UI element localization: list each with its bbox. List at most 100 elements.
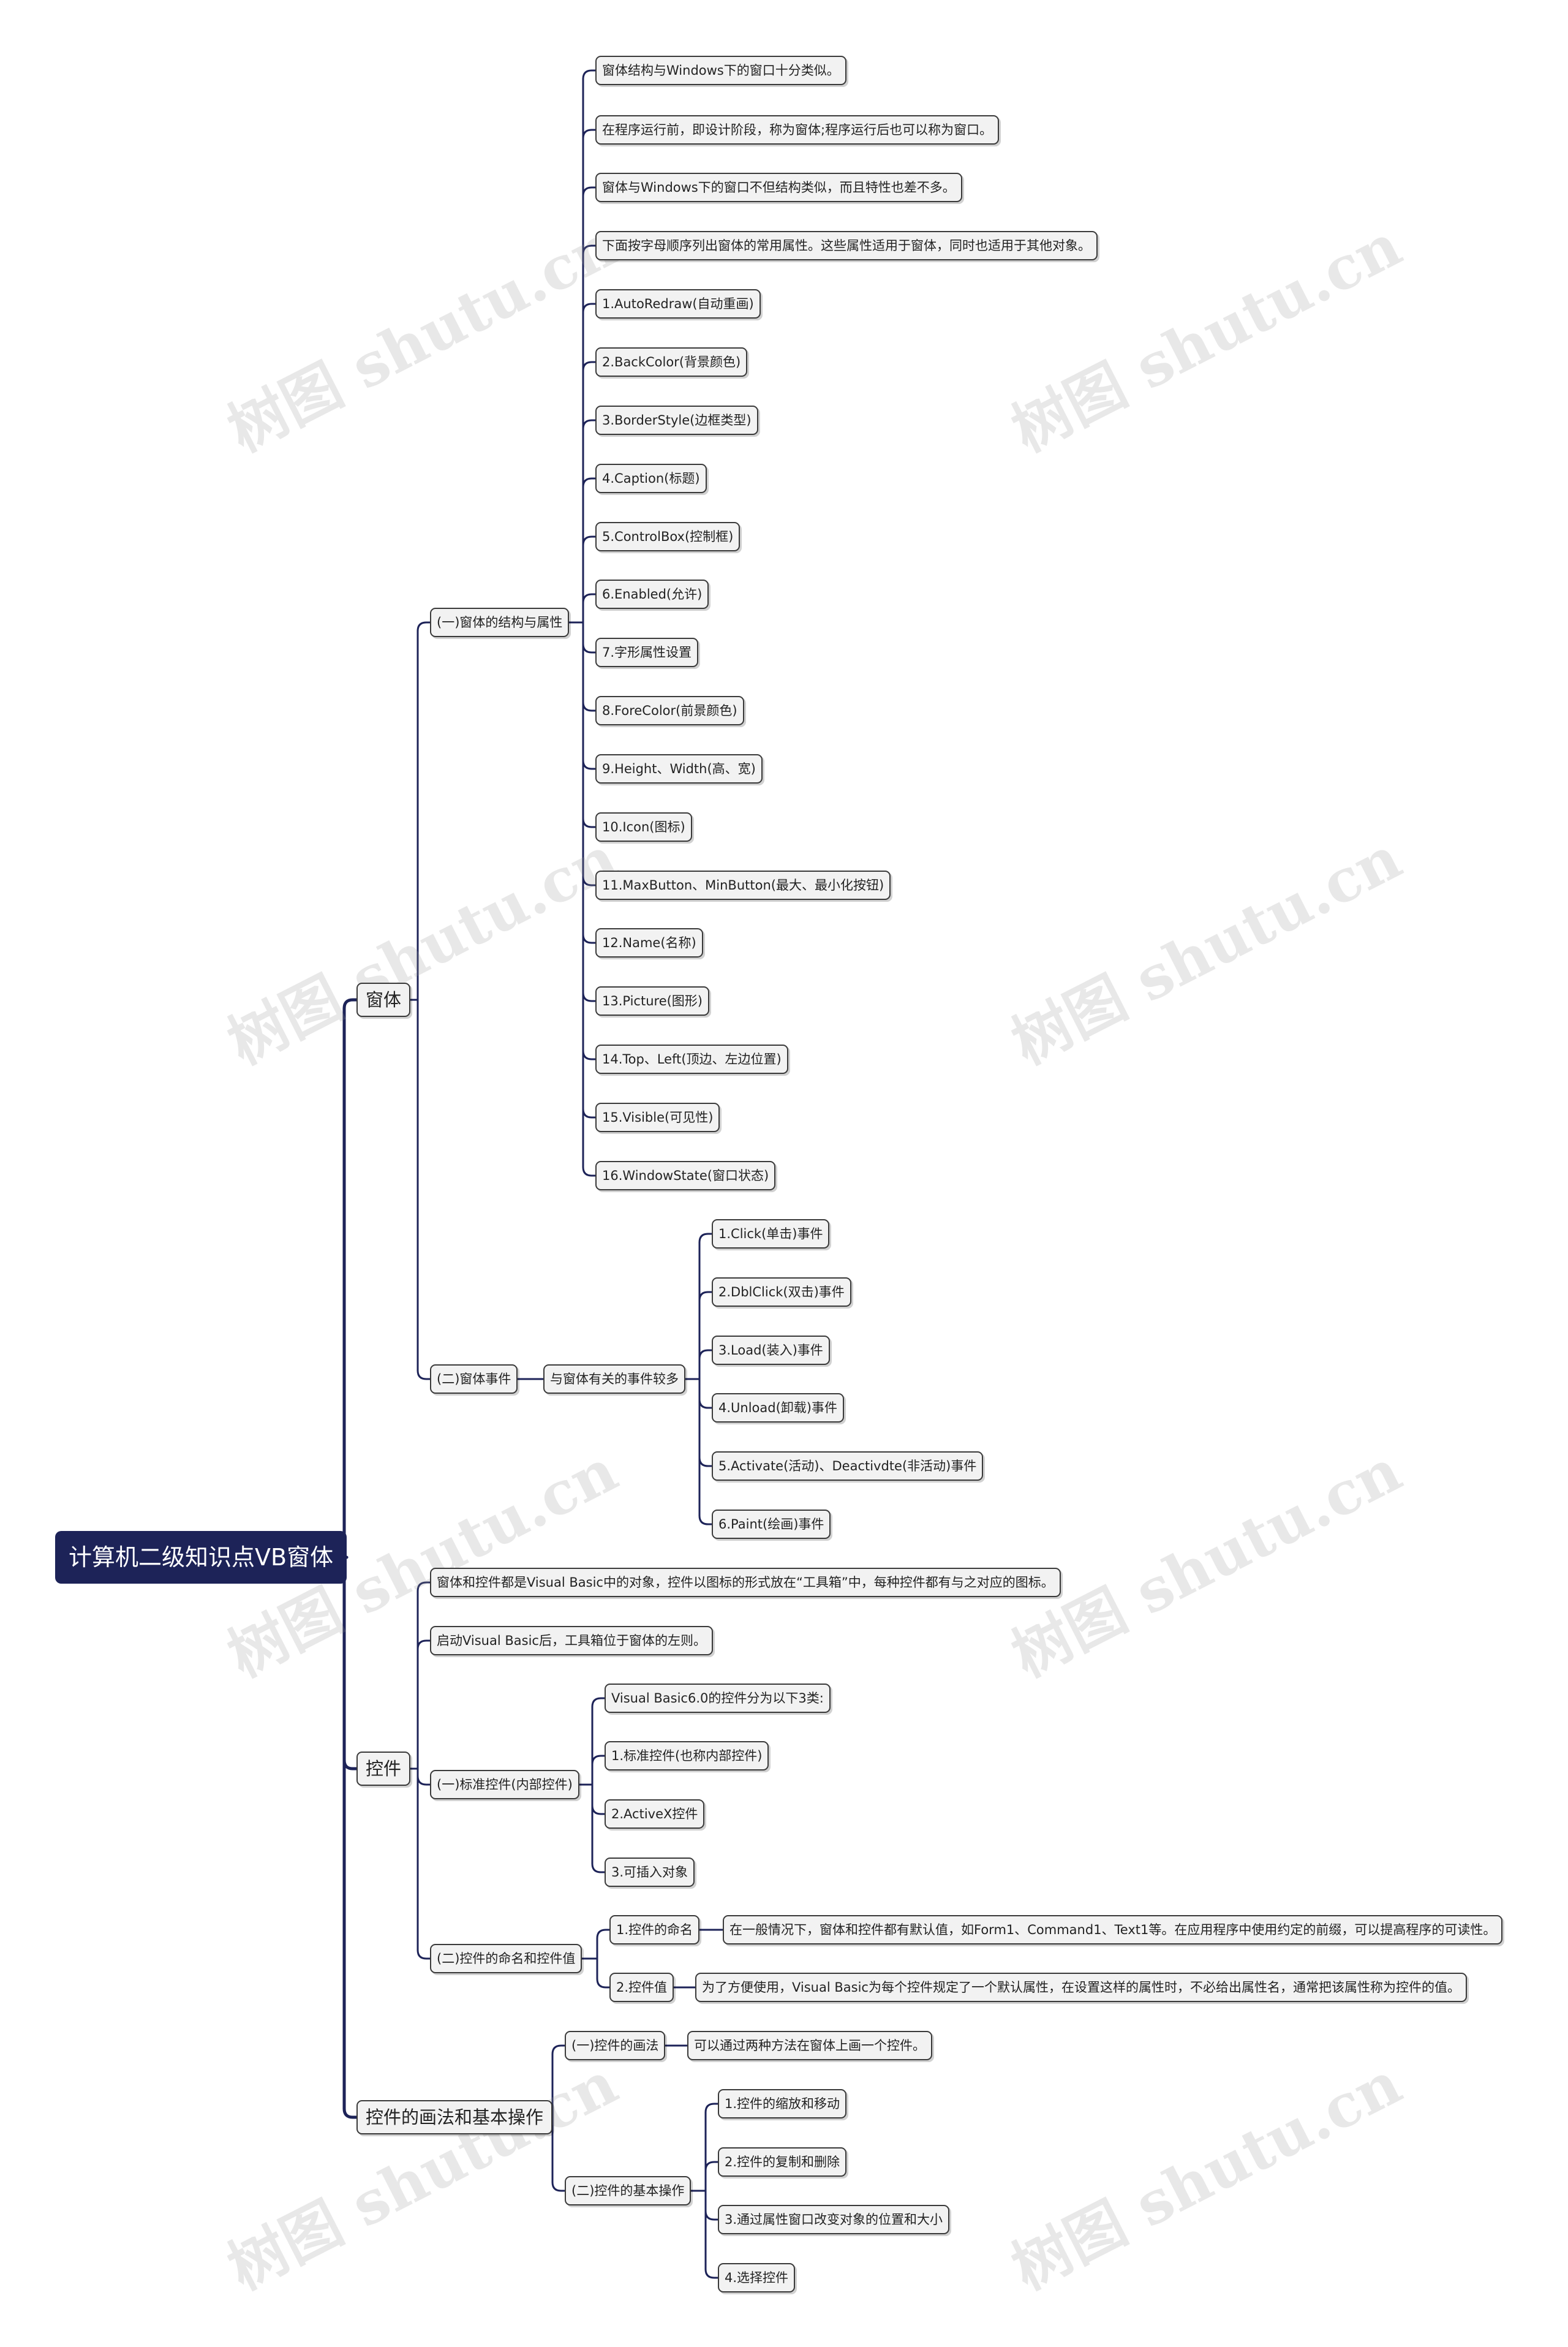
structure-item[interactable]: 7.字形属性设置	[595, 638, 699, 667]
connector-line	[582, 643, 597, 654]
branch-control[interactable]: 控件	[356, 1752, 411, 1786]
structure-item[interactable]: 2.BackColor(背景颜色)	[595, 347, 748, 377]
connector-line	[582, 244, 597, 255]
connector-line	[582, 1108, 597, 1119]
connector-line	[582, 361, 597, 372]
connector-line	[582, 129, 597, 140]
connector-line	[582, 933, 597, 944]
connector-line	[591, 1862, 606, 1873]
root-topic[interactable]: 计算机二级知识点VB窗体	[55, 1531, 347, 1584]
standard-item[interactable]: Visual Basic6.0的控件分为以下3类:	[605, 1684, 831, 1713]
structure-item[interactable]: 10.Icon(图标)	[595, 812, 692, 842]
connector-line	[342, 998, 358, 1010]
connector-line	[582, 1049, 597, 1060]
connector-line	[582, 875, 597, 886]
event-item[interactable]: 3.Load(装入)事件	[712, 1336, 830, 1365]
connector-line	[698, 1398, 713, 1409]
connector-line	[342, 2107, 358, 2119]
structure-item[interactable]: 下面按字母顺序列出窗体的常用属性。这些属性适用于窗体，同时也适用于其他对象。	[595, 231, 1098, 260]
structure-item[interactable]: 15.Visible(可见性)	[595, 1103, 720, 1132]
structure-item[interactable]: 8.ForeColor(前景颜色)	[595, 696, 744, 725]
operation-item[interactable]: 1.控件的缩放和移动	[718, 2089, 847, 2118]
topic-basic-operations[interactable]: (二)控件的基本操作	[565, 2176, 692, 2205]
connector-line	[591, 1804, 606, 1815]
operation-item[interactable]: 4.选择控件	[718, 2263, 796, 2292]
structure-item[interactable]: 14.Top、Left(顶边、左边位置)	[595, 1045, 788, 1074]
connector-line	[582, 991, 597, 1002]
connector-line	[417, 1775, 431, 1786]
topic-form-structure[interactable]: (一)窗体的结构与属性	[430, 608, 570, 637]
standard-item[interactable]: 2.ActiveX控件	[605, 1799, 705, 1829]
structure-item[interactable]: 1.AutoRedraw(自动重画)	[595, 289, 761, 319]
topic-form-events[interactable]: (二)窗体事件	[430, 1364, 518, 1394]
connector-line	[582, 186, 597, 197]
operation-item[interactable]: 2.控件的复制和删除	[718, 2147, 847, 2177]
topic-control-naming[interactable]: 1.控件的命名	[609, 1915, 700, 1944]
control-value-desc[interactable]: 为了方便使用，Visual Basic为每个控件规定了一个默认属性，在设置这样的…	[695, 1973, 1467, 2002]
structure-item[interactable]: 13.Picture(图形)	[595, 986, 710, 1016]
connector-line	[698, 1349, 713, 1360]
connector-line	[596, 1978, 611, 1989]
connector-line	[582, 759, 597, 770]
control-naming-desc[interactable]: 在一般情况下，窗体和控件都有默认值，如Form1、Command1、Text1等…	[723, 1915, 1503, 1944]
connector-line	[704, 2210, 719, 2221]
connector-line	[342, 1758, 358, 1771]
connector-line	[551, 2044, 566, 2055]
event-item[interactable]: 2.DblClick(双击)事件	[712, 1277, 851, 1307]
structure-item[interactable]: 5.ControlBox(控制框)	[595, 522, 741, 551]
structure-item[interactable]: 12.Name(名称)	[595, 928, 703, 958]
connector-line	[582, 477, 597, 488]
connector-line	[551, 2181, 566, 2192]
connector-line	[704, 2103, 719, 2114]
connector-line	[417, 1369, 431, 1380]
structure-item[interactable]: 16.WindowState(窗口状态)	[595, 1161, 776, 1190]
connector-line	[698, 1233, 713, 1244]
connector-line	[591, 1697, 606, 1708]
structure-item[interactable]: 4.Caption(标题)	[595, 464, 707, 493]
connector-line	[596, 1929, 611, 1940]
connector-line	[582, 1166, 597, 1177]
topic-events-summary[interactable]: 与窗体有关的事件较多	[543, 1364, 685, 1394]
connector-line	[698, 1514, 713, 1525]
connector-line	[417, 1639, 431, 1650]
control-intro[interactable]: 窗体和控件都是Visual Basic中的对象，控件以图标的形式放在“工具箱”中…	[430, 1568, 1061, 1597]
connector-line	[582, 593, 597, 604]
operation-item[interactable]: 3.通过属性窗口改变对象的位置和大小	[718, 2205, 950, 2234]
connector-line	[417, 1949, 431, 1960]
connector-line	[704, 2268, 719, 2279]
connector-line	[698, 1291, 713, 1302]
topic-standard-controls[interactable]: (一)标准控件(内部控件)	[430, 1770, 579, 1799]
event-item[interactable]: 6.Paint(绘画)事件	[712, 1510, 831, 1539]
structure-item[interactable]: 3.BorderStyle(边框类型)	[595, 406, 758, 435]
topic-control-value[interactable]: 2.控件值	[609, 1973, 674, 2002]
connector-line	[591, 1755, 606, 1766]
branch-form[interactable]: 窗体	[356, 983, 411, 1017]
connector-line	[582, 69, 597, 80]
structure-item[interactable]: 窗体与Windows下的窗口不但结构类似，而且特性也差不多。	[595, 173, 962, 202]
connector-line	[582, 701, 597, 712]
connector-line	[582, 419, 597, 430]
structure-item[interactable]: 9.Height、Width(高、宽)	[595, 754, 763, 784]
control-intro[interactable]: 启动Visual Basic后，工具箱位于窗体的左则。	[430, 1626, 713, 1655]
standard-item[interactable]: 1.标准控件(也称内部控件)	[605, 1741, 769, 1771]
topic-drawing-method[interactable]: (一)控件的画法	[565, 2031, 666, 2060]
drawing-method-desc[interactable]: 可以通过两种方法在窗体上画一个控件。	[687, 2031, 932, 2060]
branch-drawing[interactable]: 控件的画法和基本操作	[356, 2100, 553, 2134]
structure-item[interactable]: 在程序运行前，即设计阶段，称为窗体;程序运行后也可以称为窗口。	[595, 115, 1000, 145]
event-item[interactable]: 5.Activate(活动)、Deactivdte(非活动)事件	[712, 1451, 984, 1481]
connector-line	[582, 535, 597, 546]
standard-item[interactable]: 3.可插入对象	[605, 1858, 695, 1887]
event-item[interactable]: 4.Unload(卸载)事件	[712, 1393, 844, 1423]
structure-item[interactable]: 11.MaxButton、MinButton(最大、最小化按钮)	[595, 871, 891, 900]
topic-naming-value[interactable]: (二)控件的命名和控件值	[430, 1944, 582, 1973]
structure-item[interactable]: 窗体结构与Windows下的窗口十分类似。	[595, 56, 846, 85]
connector-line	[704, 2161, 719, 2172]
connector-line	[417, 621, 431, 632]
connector-line	[698, 1456, 713, 1467]
connector-line	[582, 303, 597, 314]
connector-line	[417, 1581, 431, 1592]
structure-item[interactable]: 6.Enabled(允许)	[595, 580, 709, 609]
event-item[interactable]: 1.Click(单击)事件	[712, 1219, 830, 1249]
